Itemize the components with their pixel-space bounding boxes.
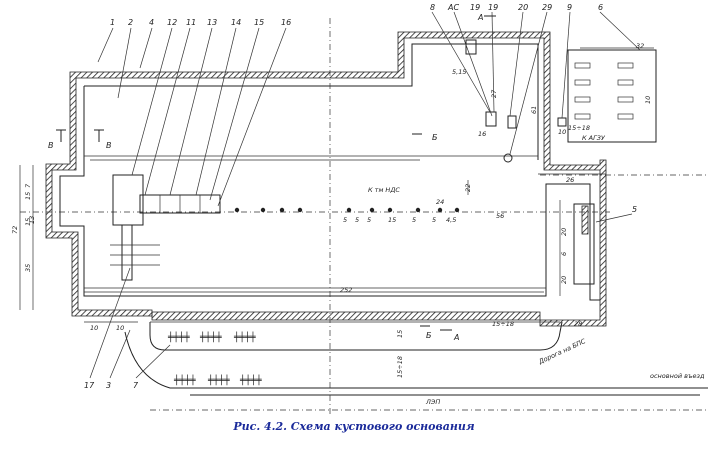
svg-text:╪╪╪╪: ╪╪╪╪	[239, 374, 262, 386]
svg-text:5,15: 5,15	[452, 68, 466, 76]
svg-text:15: 15	[396, 330, 404, 338]
svg-text:22: 22	[464, 184, 472, 192]
dimension-lines	[19, 47, 654, 323]
top-structures	[465, 39, 567, 163]
axis-lines	[20, 18, 708, 415]
svg-text:20: 20	[560, 276, 568, 284]
embankment	[45, 31, 607, 327]
leader-label: 14	[231, 18, 241, 27]
equipment-block	[573, 203, 595, 285]
svg-text:5: 5	[355, 216, 359, 224]
svg-text:16: 16	[478, 130, 486, 138]
svg-text:15: 15	[24, 218, 32, 226]
svg-text:Дорога на БПС: Дорога на БПС	[537, 337, 588, 366]
leader-label: 5	[632, 205, 637, 214]
figure-caption: Рис. 4.2. Схема кустового основания	[233, 420, 475, 433]
leader-label: 19	[470, 3, 480, 12]
well-row	[234, 207, 460, 213]
svg-text:Б: Б	[426, 331, 432, 340]
leader-label: 29	[542, 3, 552, 12]
road	[124, 321, 708, 411]
leader-label: 12	[167, 18, 177, 27]
leader-label: 1	[110, 18, 115, 27]
pad-outline	[59, 43, 600, 301]
svg-text:15: 15	[24, 192, 32, 200]
svg-text:╪╪╪╪: ╪╪╪╪	[199, 331, 222, 343]
leader-label: 16	[281, 18, 291, 27]
svg-text:10: 10	[90, 324, 98, 332]
svg-text:5: 5	[412, 216, 416, 224]
svg-text:32: 32	[636, 42, 644, 50]
svg-text:Б: Б	[432, 133, 438, 142]
svg-text:10: 10	[644, 96, 652, 104]
dimension-labels: 32 10 7 15 15 35 72 252 10 10 15 15÷18 2…	[11, 42, 652, 378]
svg-text:56: 56	[496, 212, 504, 220]
svg-text:А: А	[477, 13, 483, 22]
leader-label: 2	[128, 18, 133, 27]
svg-text:6: 6	[560, 252, 568, 256]
svg-text:А: А	[453, 333, 459, 342]
svg-text:╪╪╪╪: ╪╪╪╪	[167, 331, 190, 343]
svg-text:28: 28	[574, 320, 582, 328]
svg-text:10: 10	[116, 324, 124, 332]
leader-label: 8	[430, 3, 435, 12]
leader-label: АС	[447, 3, 459, 12]
leader-label: 3	[106, 381, 111, 390]
leader-label: 7	[133, 381, 139, 390]
svg-text:╪╪╪╪: ╪╪╪╪	[207, 374, 230, 386]
leader-lines	[89, 11, 641, 379]
drilling-rig	[110, 174, 221, 281]
leader-label: 20	[518, 3, 528, 12]
svg-text:13: 13	[28, 216, 36, 224]
svg-text:15÷18: 15÷18	[396, 356, 404, 378]
svg-text:24: 24	[436, 198, 444, 206]
svg-text:252: 252	[340, 286, 352, 294]
leader-label: 19	[488, 3, 498, 12]
pipe-racks: ╪╪╪╪ ╪╪╪╪ ╪╪╪╪ ╪╪╪╪ ╪╪╪╪ ╪╪╪╪	[167, 331, 262, 386]
svg-text:основной въезд: основной въезд	[650, 372, 705, 380]
section-marks: В В Б Б А А	[48, 13, 496, 342]
svg-text:15÷18: 15÷18	[492, 320, 514, 328]
leader-label: 13	[207, 18, 217, 27]
svg-text:15÷18: 15÷18	[568, 124, 590, 132]
leader-label: 11	[186, 18, 196, 27]
svg-text:27: 27	[490, 89, 498, 98]
svg-text:5: 5	[432, 216, 436, 224]
svg-text:5: 5	[343, 216, 347, 224]
svg-text:20: 20	[560, 228, 568, 236]
svg-text:61: 61	[530, 106, 538, 114]
svg-text:26: 26	[566, 176, 574, 184]
svg-text:15: 15	[388, 216, 396, 224]
annotations: К АГЗУ К тм НДС ЛЭП Дорога на БПС основн…	[368, 134, 705, 406]
svg-text:К тм НДС: К тм НДС	[368, 186, 400, 194]
svg-text:5: 5	[367, 216, 371, 224]
leader-label: 9	[567, 3, 572, 12]
svg-text:К АГЗУ: К АГЗУ	[582, 134, 606, 142]
leader-label: 15	[254, 18, 264, 27]
svg-text:10: 10	[558, 128, 566, 136]
svg-text:╪╪╪╪: ╪╪╪╪	[233, 331, 256, 343]
svg-text:4,5: 4,5	[446, 216, 456, 224]
parking-area	[567, 49, 657, 143]
svg-text:35: 35	[24, 264, 32, 272]
svg-text:╪╪╪╪: ╪╪╪╪	[173, 374, 196, 386]
svg-text:72: 72	[11, 226, 19, 234]
svg-text:В: В	[106, 141, 112, 150]
svg-text:В: В	[48, 141, 54, 150]
leader-label: 6	[598, 3, 603, 12]
leader-label: 4	[149, 18, 154, 27]
leader-labels: 1 2 4 12 11 13 14 15 16 8 АС 19 19 20 29…	[84, 3, 637, 390]
svg-text:ЛЭП: ЛЭП	[425, 398, 440, 406]
leader-label: 17	[84, 381, 95, 390]
svg-text:7: 7	[24, 183, 32, 188]
